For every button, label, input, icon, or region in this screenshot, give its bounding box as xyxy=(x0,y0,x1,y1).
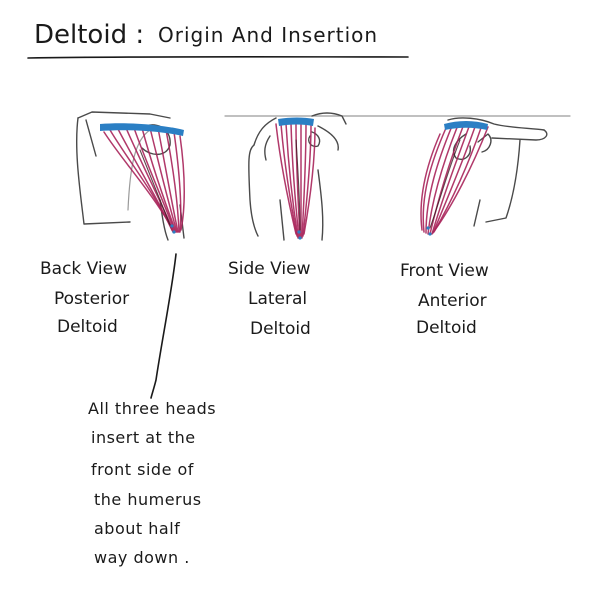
front-view-label: Front View Anterior Deltoid xyxy=(400,261,489,338)
front-view-line-1: Front View xyxy=(400,261,489,281)
note-line-1: All three heads xyxy=(88,399,216,418)
back-view-line-1: Back View xyxy=(40,259,127,279)
title: Deltoid : Origin And Insertion xyxy=(28,20,408,58)
front-view-line-2: Anterior xyxy=(418,291,487,311)
back-view-line-3: Deltoid xyxy=(57,317,118,337)
title-main: Deltoid : xyxy=(34,20,144,50)
insertion-note: All three heads insert at the front side… xyxy=(88,399,216,567)
note-line-3: front side of xyxy=(91,460,194,479)
side-view-line-2: Lateral xyxy=(248,289,307,309)
front-view-origin xyxy=(444,121,488,130)
back-view-label: Back View Posterior Deltoid xyxy=(40,259,129,337)
note-line-6: way down . xyxy=(94,548,190,567)
front-view-line-3: Deltoid xyxy=(416,318,477,338)
note-line-5: about half xyxy=(94,519,180,538)
title-underline xyxy=(28,57,408,58)
back-view-line-2: Posterior xyxy=(54,289,129,309)
anterior-deltoid-muscle xyxy=(421,124,488,234)
front-view-figure xyxy=(421,118,547,236)
insertion-pointer-line xyxy=(151,254,176,398)
side-view-line-1: Side View xyxy=(228,259,311,279)
side-view-line-3: Deltoid xyxy=(250,319,311,339)
note-line-4: the humerus xyxy=(94,490,202,509)
title-sub: Origin And Insertion xyxy=(158,23,378,47)
note-line-2: insert at the xyxy=(91,428,196,447)
side-view-label: Side View Lateral Deltoid xyxy=(228,259,311,339)
side-view-figure xyxy=(225,113,570,240)
back-view-figure xyxy=(77,112,185,240)
posterior-deltoid-muscle xyxy=(104,128,184,232)
